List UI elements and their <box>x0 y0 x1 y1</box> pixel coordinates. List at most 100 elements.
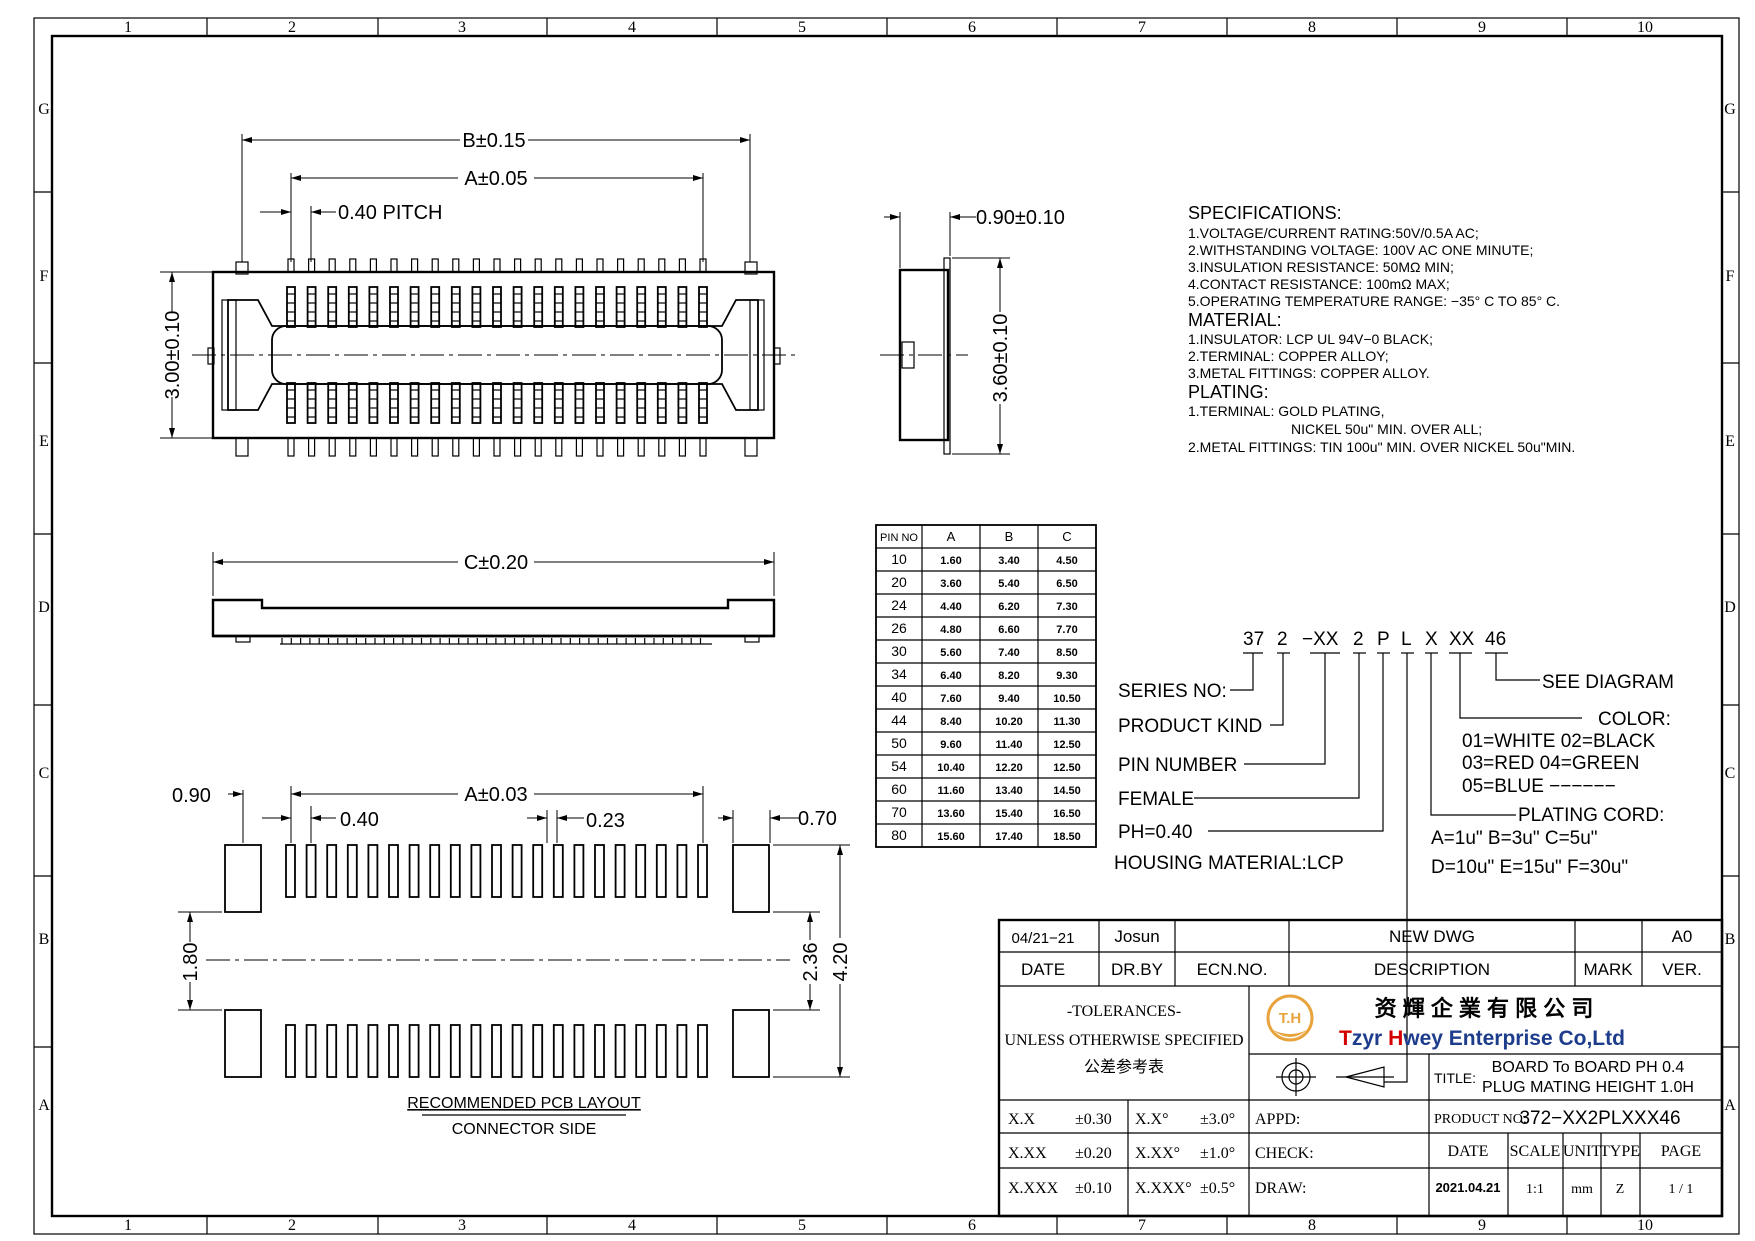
table-header: C <box>1062 529 1071 544</box>
table-cell: 70 <box>891 804 907 820</box>
table-header: A <box>947 529 956 544</box>
contact <box>471 286 482 328</box>
col-label: 10 <box>1637 19 1653 36</box>
pcb-pad <box>491 1024 502 1078</box>
table-cell: 10 <box>891 551 907 567</box>
header-mark: MARK <box>1583 960 1633 979</box>
pn-segment: P <box>1377 629 1390 650</box>
spec-line: 3.METAL FITTINGS: COPPER ALLOY. <box>1188 365 1430 381</box>
terminal-pin <box>699 437 707 457</box>
title-line-2: PLUG MATING HEIGHT 1.0H <box>1482 1079 1694 1096</box>
contact <box>533 286 544 328</box>
terminal-pin <box>328 258 336 273</box>
contact <box>512 286 523 328</box>
pn-plating-line: D=10u" E=15u" F=30u" <box>1431 857 1628 878</box>
row-label: D <box>38 599 50 616</box>
pn-segment: 2 <box>1353 629 1364 650</box>
pcb-pad <box>697 1024 708 1078</box>
tolerance-title: -TOLERANCES- <box>1067 1003 1181 1020</box>
pcb-pad <box>594 844 605 898</box>
table-cell: 8.40 <box>940 716 961 728</box>
pcb-pad <box>346 844 358 898</box>
terminal-pin <box>534 258 542 273</box>
table-cell: 15.40 <box>995 808 1023 820</box>
contact <box>450 382 461 424</box>
spec-line: 5.OPERATING TEMPERATURE RANGE: −35° C TO… <box>1188 293 1560 309</box>
dim-a-label: A±0.05 <box>464 168 527 190</box>
col-label: 8 <box>1308 19 1316 36</box>
spec-heading: PLATING: <box>1188 382 1269 402</box>
pcb-pad <box>388 1024 399 1078</box>
contact <box>636 286 647 328</box>
col-label: 7 <box>1138 19 1146 36</box>
contact <box>615 382 626 424</box>
table-cell: 13.60 <box>937 808 965 820</box>
table-cell: 4.50 <box>1056 555 1077 567</box>
terminal-pin <box>431 437 439 457</box>
company-initial-t: T <box>1339 1027 1352 1050</box>
pcb-pad <box>285 1024 296 1078</box>
table-cell: 4.80 <box>940 624 961 636</box>
value-page: 1 / 1 <box>1669 1182 1694 1197</box>
terminal-pin <box>658 258 666 273</box>
row-label: A <box>38 1097 50 1114</box>
tol-cell: ±3.0° <box>1200 1111 1235 1128</box>
row-label: E <box>39 433 49 450</box>
col-label: 1 <box>124 1217 132 1234</box>
footer-unit: UNIT <box>1563 1143 1601 1160</box>
pcb-pad <box>491 844 502 898</box>
terminal-pin <box>596 437 604 457</box>
terminal-pin <box>411 258 419 273</box>
pn-color-line: 03=RED 04=GREEN <box>1462 753 1639 774</box>
footer-date: DATE <box>1448 1143 1489 1160</box>
pcb-dim-inner: 2.36 <box>800 943 822 982</box>
tol-cell: ±1.0° <box>1200 1145 1235 1162</box>
terminal-pin <box>637 437 645 457</box>
table-cell: 3.40 <box>998 555 1019 567</box>
table-cell: 7.70 <box>1056 624 1077 636</box>
pcb-pad <box>367 844 379 898</box>
contact <box>574 286 585 328</box>
value-scale: 1:1 <box>1526 1182 1544 1197</box>
contact <box>327 286 338 328</box>
value-date: 2021.04.21 <box>1435 1180 1500 1195</box>
rev-by: Josun <box>1114 927 1159 946</box>
pcb-pad <box>470 1024 482 1078</box>
contact <box>698 382 708 424</box>
contact <box>471 382 482 424</box>
terminal-pin <box>493 437 501 457</box>
pcb-pad <box>305 1024 317 1078</box>
col-label: 8 <box>1308 1217 1316 1234</box>
pcb-dim-pitch: 0.40 <box>340 809 379 831</box>
table-cell: 9.60 <box>940 739 961 751</box>
pcb-pad <box>614 844 626 898</box>
table-cell: 24 <box>891 597 907 613</box>
spec-line: 1.TERMINAL: GOLD PLATING, <box>1188 403 1385 419</box>
table-cell: 10.50 <box>1053 693 1081 705</box>
terminal-pin <box>513 437 522 457</box>
pn-housing: HOUSING MATERIAL:LCP <box>1114 853 1344 874</box>
header-date: DATE <box>1021 960 1065 979</box>
thickness-label: 0.90±0.10 <box>976 207 1065 229</box>
col-label: 3 <box>458 19 466 36</box>
spec-heading: SPECIFICATIONS: <box>1188 203 1342 223</box>
terminal-pin <box>411 437 419 457</box>
rev-desc: NEW DWG <box>1389 927 1475 946</box>
terminal-pin <box>328 437 336 457</box>
tolerance-subtitle: UNLESS OTHERWISE SPECIFIED <box>1004 1032 1243 1049</box>
pcb-pad <box>635 844 647 898</box>
row-label: G <box>1724 101 1736 118</box>
pcb-pad <box>573 844 585 898</box>
pn-see-diagram: SEE DIAGRAM <box>1542 672 1674 693</box>
dim-b-label: B±0.15 <box>462 130 525 152</box>
contact <box>389 286 399 328</box>
height-label: 3.00±0.10 <box>162 311 184 400</box>
table-cell: 6.60 <box>998 624 1019 636</box>
pcb-pad <box>429 1024 441 1078</box>
contact <box>327 382 338 424</box>
appd-label: APPD: <box>1255 1111 1300 1128</box>
spec-line: 1.VOLTAGE/CURRENT RATING:50V/0.5A AC; <box>1188 225 1479 241</box>
terminal-pin <box>616 258 625 273</box>
table-cell: 9.40 <box>998 693 1019 705</box>
